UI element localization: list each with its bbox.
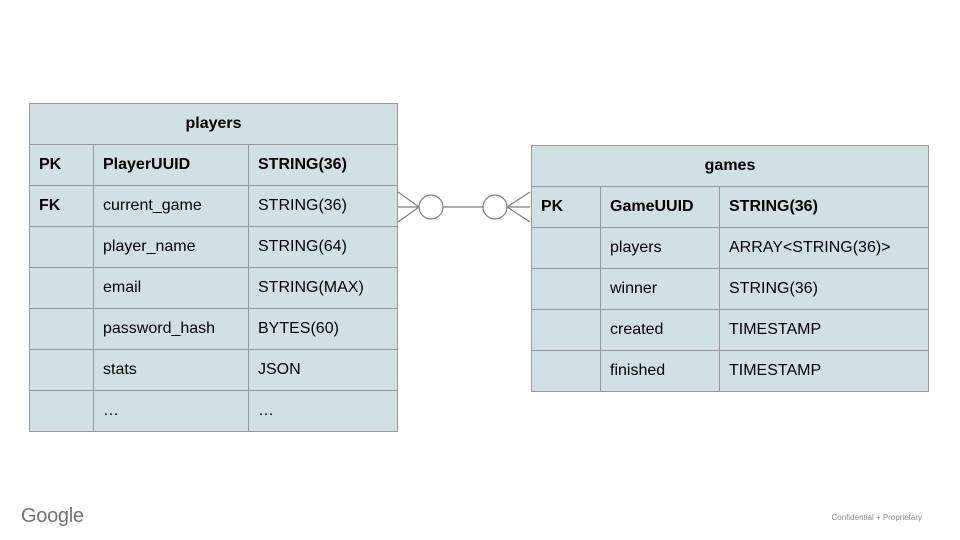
cell-type: … [248, 390, 398, 432]
cell-field: stats [93, 349, 249, 391]
table-row: email STRING(MAX) [29, 267, 398, 309]
table-title-row: games [531, 145, 929, 187]
table-row: winner STRING(36) [531, 268, 929, 310]
entity-table-games: games PK GameUUID STRING(36) players ARR… [531, 145, 929, 392]
google-logo: Google [21, 505, 84, 527]
zero-circle-right-icon [482, 194, 508, 220]
table-row: password_hash BYTES(60) [29, 308, 398, 350]
cell-key [531, 227, 601, 269]
cell-key [29, 349, 94, 391]
cell-type: JSON [248, 349, 398, 391]
table-row: PK PlayerUUID STRING(36) [29, 144, 398, 186]
crow-foot-many-right-icon [506, 191, 531, 223]
zero-circle-left-icon [418, 194, 444, 220]
table-title-row: players [29, 103, 398, 145]
cell-field: email [93, 267, 249, 309]
cell-type: STRING(36) [719, 268, 929, 310]
cell-key [29, 226, 94, 268]
cell-field: players [600, 227, 720, 269]
cell-field: finished [600, 350, 720, 392]
cell-type: STRING(36) [248, 185, 398, 227]
table-row: PK GameUUID STRING(36) [531, 186, 929, 228]
cell-key [29, 390, 94, 432]
table-row: player_name STRING(64) [29, 226, 398, 268]
cell-type: STRING(36) [719, 186, 929, 228]
cell-field: winner [600, 268, 720, 310]
table-row: finished TIMESTAMP [531, 350, 929, 392]
cell-key [29, 267, 94, 309]
cell-type: BYTES(60) [248, 308, 398, 350]
table-row: players ARRAY<STRING(36)> [531, 227, 929, 269]
cell-field: … [93, 390, 249, 432]
cell-type: STRING(MAX) [248, 267, 398, 309]
cell-type: STRING(36) [248, 144, 398, 186]
cell-key [531, 350, 601, 392]
table-row: stats JSON [29, 349, 398, 391]
entity-table-players: players PK PlayerUUID STRING(36) FK curr… [29, 103, 398, 432]
table-row: … … [29, 390, 398, 432]
cell-type: ARRAY<STRING(36)> [719, 227, 929, 269]
cell-type: TIMESTAMP [719, 350, 929, 392]
cell-key [531, 309, 601, 351]
cell-key: FK [29, 185, 94, 227]
crow-foot-many-left-icon [397, 191, 420, 223]
table-row: FK current_game STRING(36) [29, 185, 398, 227]
cell-key [531, 268, 601, 310]
cell-field: player_name [93, 226, 249, 268]
cell-key [29, 308, 94, 350]
cell-field: PlayerUUID [93, 144, 249, 186]
cell-key: PK [531, 186, 601, 228]
cell-field: password_hash [93, 308, 249, 350]
cell-field: current_game [93, 185, 249, 227]
table-title: players [29, 103, 398, 145]
table-row: created TIMESTAMP [531, 309, 929, 351]
cell-field: GameUUID [600, 186, 720, 228]
cell-type: TIMESTAMP [719, 309, 929, 351]
table-title: games [531, 145, 929, 187]
confidential-note: Confidential + Proprietary [831, 513, 923, 522]
cell-type: STRING(64) [248, 226, 398, 268]
cell-key: PK [29, 144, 94, 186]
cell-field: created [600, 309, 720, 351]
